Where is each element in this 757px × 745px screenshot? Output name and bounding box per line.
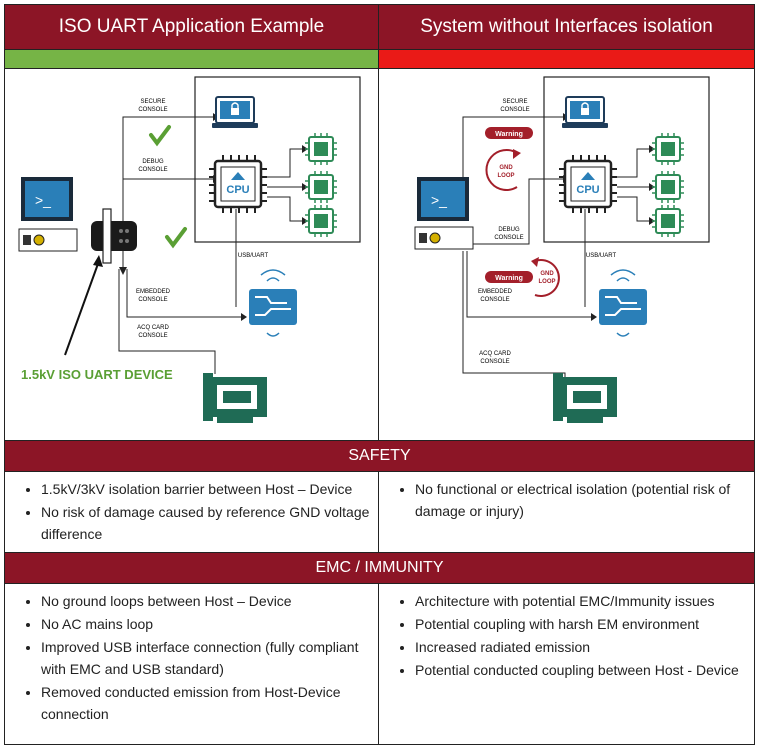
warning-gnd-loop-bottom: Warning GND LOOP (485, 257, 560, 297)
embedded-board-icon (599, 269, 647, 337)
safety-left-list: 1.5kV/3kV isolation barrier between Host… (5, 472, 378, 552)
right-header: System without Interfaces isolation (378, 4, 755, 50)
label-secure-console-1: SECURE (502, 99, 527, 105)
host-pc-icon: >_ (414, 177, 474, 250)
warning-gnd-loop-top: Warning GND LOOP (485, 127, 533, 191)
peripheral-chip-icon-2 (305, 171, 337, 203)
list-item: Architecture with potential EMC/Immunity… (415, 590, 746, 612)
gnd-loop-label-1a: GND (499, 165, 513, 171)
device-callout-label: 1.5kV ISO UART DEVICE (21, 367, 173, 382)
svg-text:>_: >_ (35, 192, 51, 208)
label-secure-console-2: CONSOLE (500, 107, 529, 113)
label-usb-uart: USB/UART (238, 253, 269, 259)
label-secure-console-1: SECURE (140, 99, 165, 105)
cpu-icon: CPU (559, 155, 617, 213)
label-debug-console-2: CONSOLE (138, 167, 167, 173)
label-acq-card-console-2: CONSOLE (138, 333, 167, 339)
list-item: No AC mains loop (41, 613, 370, 635)
device-callout-arrowhead (93, 255, 103, 267)
label-debug-console-2: CONSOLE (494, 235, 523, 241)
non-isolated-status-bar (378, 49, 755, 69)
safety-right-cell: No functional or electrical isolation (p… (378, 471, 755, 553)
secure-console-laptop-icon (212, 96, 258, 128)
list-item: Potential conducted coupling between Hos… (415, 659, 746, 681)
iso-uart-device-icon (91, 208, 137, 264)
peripheral-chip-icon-1 (652, 133, 684, 165)
isolated-status-bar (4, 49, 379, 69)
gnd-loop-label-2b: LOOP (538, 279, 555, 285)
label-usb-uart: USB/UART (586, 253, 617, 259)
right-diagram-cell: SECURE CONSOLE DEBUG CONSOLE USB/UART EM… (378, 68, 755, 441)
label-secure-console-2: CONSOLE (138, 107, 167, 113)
label-embedded-console-2: CONSOLE (138, 297, 167, 303)
checkmark-secure-icon (149, 125, 171, 147)
warning-label-1: Warning (495, 131, 523, 138)
label-embedded-console-1: EMBEDDED (478, 289, 513, 295)
list-item: No risk of damage caused by reference GN… (41, 501, 370, 545)
label-acq-card-console-2: CONSOLE (480, 359, 509, 365)
label-acq-card-console-1: ACQ CARD (137, 325, 169, 331)
peripheral-chip-icon-3 (305, 205, 337, 237)
cpu-icon: CPU (209, 155, 267, 213)
label-embedded-console-2: CONSOLE (480, 297, 509, 303)
left-diagram: SECURE CONSOLE DEBUG CONSOLE USB/UART EM… (18, 76, 361, 423)
emc-left-list: No ground loops between Host – Device No… (5, 584, 378, 732)
list-item: Improved USB interface connection (fully… (41, 636, 370, 680)
left-diagram-cell: SECURE CONSOLE DEBUG CONSOLE USB/UART EM… (4, 68, 379, 441)
right-diagram: SECURE CONSOLE DEBUG CONSOLE USB/UART EM… (414, 76, 710, 423)
target-board-outline (543, 76, 710, 243)
connection-lines (118, 116, 302, 374)
list-item: Potential coupling with harsh EM environ… (415, 613, 746, 635)
cpu-label: CPU (226, 184, 249, 196)
emc-left-cell: No ground loops between Host – Device No… (4, 583, 379, 745)
emc-right-list: Architecture with potential EMC/Immunity… (379, 584, 754, 688)
safety-section-header: SAFETY (4, 440, 755, 472)
peripheral-chip-icon-2 (652, 171, 684, 203)
acq-card-icon (553, 373, 617, 423)
svg-text:>_: >_ (431, 192, 447, 208)
device-callout-arrow (64, 260, 100, 356)
secure-console-laptop-icon (562, 96, 608, 128)
warning-label-2: Warning (495, 275, 523, 282)
list-item: No functional or electrical isolation (p… (415, 478, 746, 522)
label-acq-card-console-1: ACQ CARD (479, 351, 511, 357)
emc-right-cell: Architecture with potential EMC/Immunity… (378, 583, 755, 745)
cpu-label: CPU (576, 184, 599, 196)
left-header: ISO UART Application Example (4, 4, 379, 50)
safety-left-cell: 1.5kV/3kV isolation barrier between Host… (4, 471, 379, 553)
page: ISO UART Application Example System with… (0, 0, 757, 715)
checkmark-device-icon (165, 227, 187, 249)
comparison-table: ISO UART Application Example System with… (4, 4, 755, 745)
embedded-board-icon (249, 269, 297, 337)
gnd-loop-label-2a: GND (540, 271, 554, 277)
label-debug-console-1: DEBUG (142, 159, 164, 165)
target-board-outline (194, 76, 361, 243)
list-item: Removed conducted emission from Host-Dev… (41, 681, 370, 725)
acq-card-icon (203, 373, 267, 423)
list-item: Increased radiated emission (415, 636, 746, 658)
label-embedded-console-1: EMBEDDED (136, 289, 171, 295)
emc-section-header: EMC / IMMUNITY (4, 552, 755, 584)
peripheral-chip-icon-1 (305, 133, 337, 165)
safety-right-list: No functional or electrical isolation (p… (379, 472, 754, 529)
host-pc-icon: >_ (18, 177, 78, 252)
list-item: No ground loops between Host – Device (41, 590, 370, 612)
gnd-loop-label-1b: LOOP (497, 173, 514, 179)
list-item: 1.5kV/3kV isolation barrier between Host… (41, 478, 370, 500)
peripheral-chip-icon-3 (652, 205, 684, 237)
label-debug-console-1: DEBUG (498, 227, 520, 233)
